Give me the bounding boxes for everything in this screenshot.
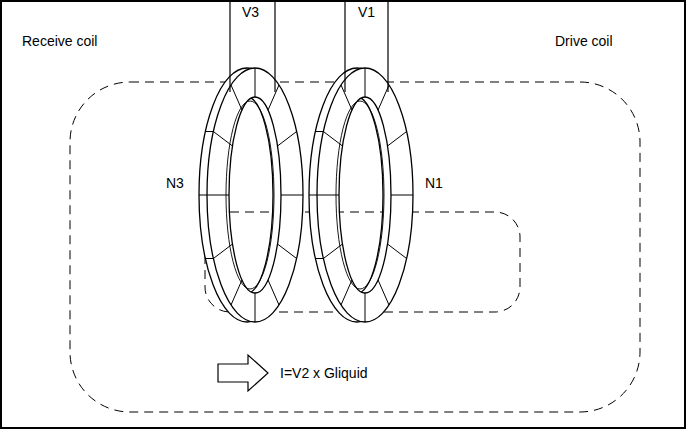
current-arrow — [218, 355, 268, 391]
outer-current-loop — [70, 82, 640, 412]
voltage-label: V1 — [358, 4, 375, 21]
coil-leads — [230, 2, 388, 92]
coil-name: Receive coil — [22, 33, 97, 50]
coil-name: Drive coil — [555, 33, 613, 50]
turns-label: N3 — [166, 175, 184, 192]
drive-coil-torus — [309, 68, 413, 322]
voltage-label: V3 — [242, 4, 259, 21]
receive-coil-torus — [199, 68, 303, 322]
turns-label: N1 — [425, 175, 443, 192]
current-formula: I=V2 x Gliquid — [280, 365, 368, 382]
